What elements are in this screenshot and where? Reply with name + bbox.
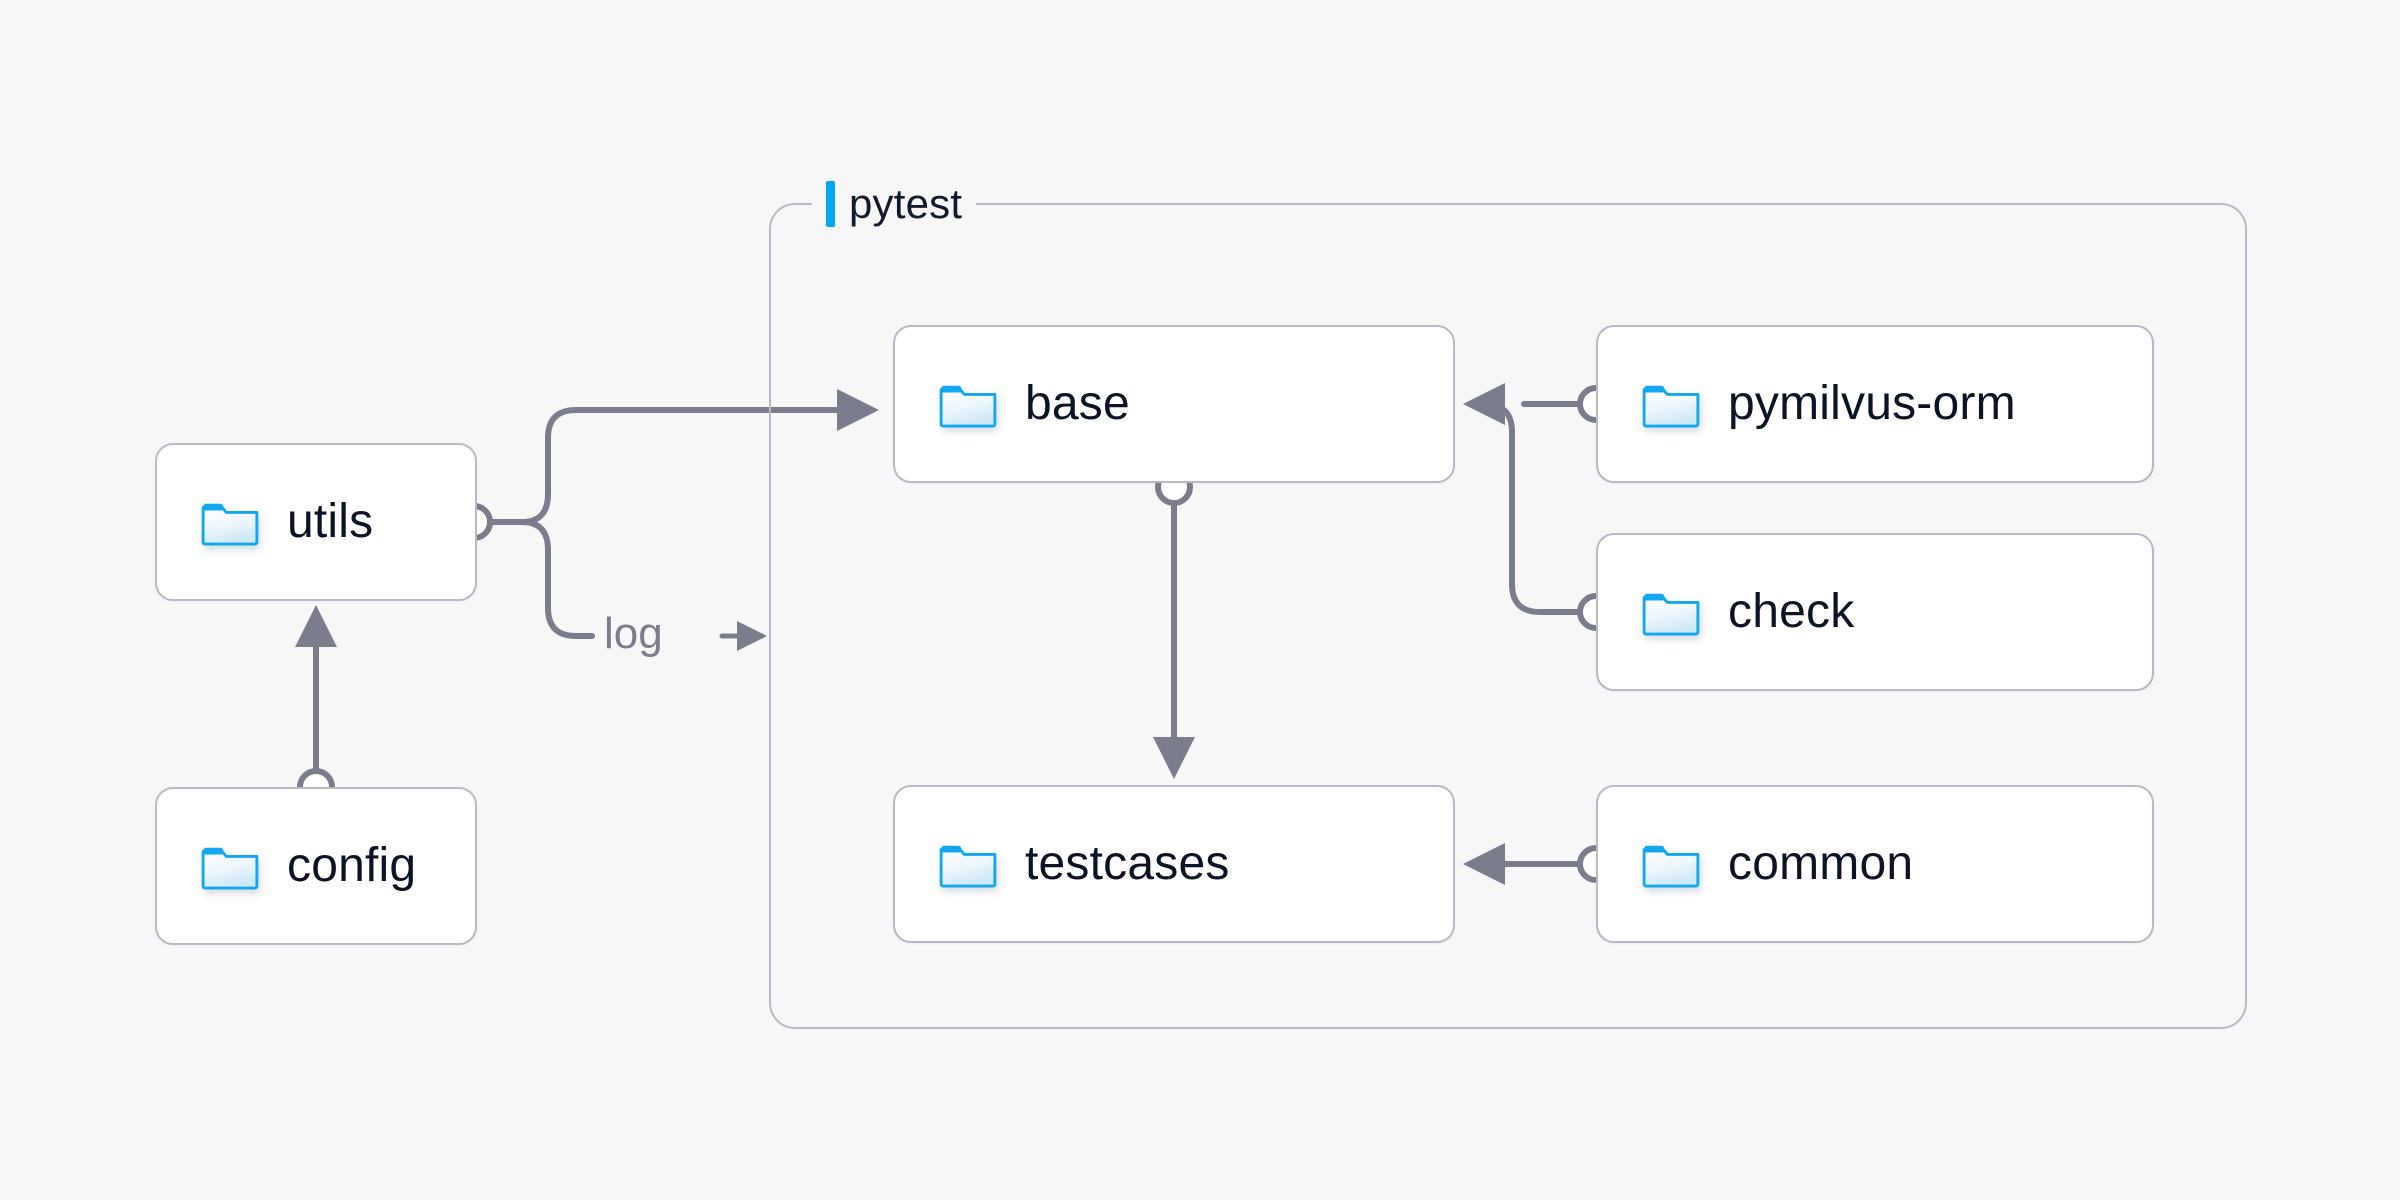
node-check[interactable]: check — [1596, 533, 2154, 691]
folder-icon — [1642, 385, 1700, 428]
edge-label-log: log — [604, 609, 663, 658]
folder-icon — [1642, 593, 1700, 636]
node-pymilvus-orm[interactable]: pymilvus-orm — [1596, 325, 2154, 483]
node-label: pymilvus-orm — [1728, 377, 2016, 430]
node-base[interactable]: base — [893, 325, 1455, 483]
node-label: testcases — [1025, 837, 1230, 890]
node-label: base — [1025, 377, 1130, 430]
node-common[interactable]: common — [1596, 785, 2154, 943]
group-pytest[interactable] — [769, 203, 2247, 1029]
node-label: utils — [287, 495, 374, 548]
edge-utils-to-pytest-log — [519, 519, 595, 639]
group-pytest-label: pytest — [812, 176, 977, 232]
folder-icon — [201, 847, 259, 890]
node-utils[interactable]: utils — [155, 443, 477, 601]
node-config[interactable]: config — [155, 787, 477, 945]
node-label: common — [1728, 837, 1914, 890]
accent-bar-icon — [826, 181, 835, 227]
folder-icon — [939, 385, 997, 428]
node-label: config — [287, 839, 417, 892]
folder-icon — [201, 503, 259, 546]
folder-icon — [1642, 845, 1700, 888]
group-title-text: pytest — [849, 180, 963, 227]
node-label: check — [1728, 585, 1855, 638]
node-testcases[interactable]: testcases — [893, 785, 1455, 943]
folder-icon — [939, 845, 997, 888]
